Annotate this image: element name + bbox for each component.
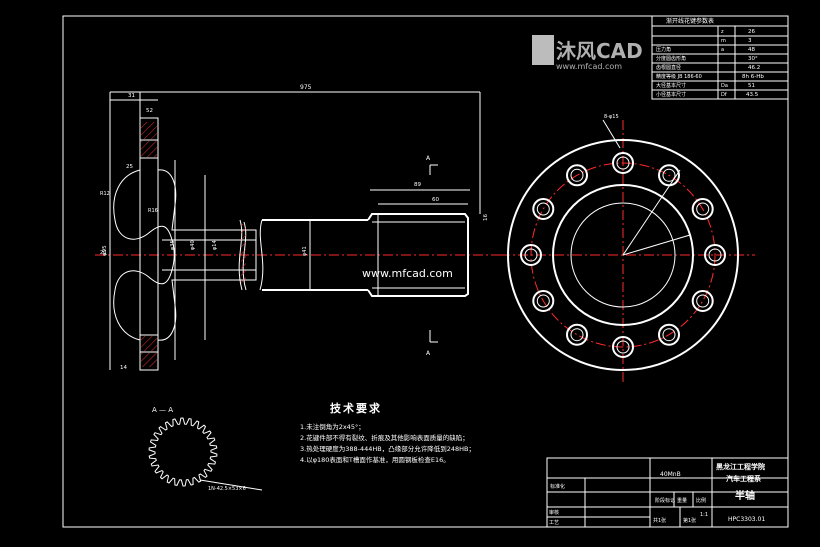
dim-89: 89	[414, 182, 421, 188]
dim-phi-41: φ41	[302, 246, 308, 256]
dim-20: 20	[100, 250, 106, 256]
param-sym: Df	[721, 92, 727, 98]
bolt-hole	[691, 198, 714, 220]
bolt-hole-inner	[536, 202, 550, 216]
drawing-number: HPC3303.01	[728, 516, 765, 523]
bolt-hole	[566, 323, 588, 346]
title-block: 40MnB 黑龙江工程学院 汽车工程系 半轴 HPC3303.01 标准化 审核…	[546, 457, 789, 528]
bolt-hole-inner	[662, 168, 676, 182]
watermark-brand: 沐风CAD	[556, 39, 643, 63]
param-val: 30°	[748, 56, 758, 62]
param-name: 齿根圆直径	[656, 64, 681, 71]
dim-phi-40: φ40	[190, 240, 196, 250]
shaft-side-view: A A 975 31 52 25 89 60 16 14 φ95 φ35 φ40…	[95, 84, 500, 371]
param-val: 46.2	[748, 65, 760, 71]
scale-value: 1:1	[700, 512, 708, 518]
dim-phi-35: φ35	[170, 240, 176, 250]
section-mark-a-top: A	[426, 155, 431, 162]
bolt-hole-inner	[536, 294, 550, 308]
bolt-hole-inner	[570, 328, 584, 342]
radius-16: R16	[148, 208, 158, 214]
bolt-hole-inner	[524, 248, 538, 262]
bolt-hole-inner	[696, 294, 710, 308]
dim-52: 52	[146, 108, 153, 114]
bolt-hole	[658, 164, 680, 187]
bolt-hole-inner	[662, 328, 676, 342]
stage-mark-label: 阶段标记	[655, 497, 675, 504]
sheet-total: 共1张	[653, 517, 666, 524]
param-val: 8h 6-Hb	[742, 74, 764, 80]
bolt-hole-inner	[708, 248, 722, 262]
bolt-hole	[612, 152, 634, 174]
bolt-hole-inner	[570, 168, 584, 182]
param-name: 精度等级 JB 186-60	[656, 73, 702, 80]
dim-14: 14	[120, 365, 127, 371]
dim-phi-95: φ95	[102, 245, 108, 256]
bolt-hole	[691, 290, 714, 312]
param-sym: a	[721, 47, 724, 53]
tech-item-3: 3.热处理硬度为388-444HB，凸缘部分允许降低到248HB；	[300, 445, 475, 453]
holes-note: 8-φ15	[604, 114, 619, 120]
dim-flange: 31	[128, 93, 135, 99]
param-val: 3	[748, 38, 752, 44]
watermark-url-small: www.mfcad.com	[556, 62, 622, 71]
technical-requirements: 技术要求 1.未注倒角为2x45°； 2.花键件部不得有裂纹、折痕及其他影响表面…	[300, 400, 560, 466]
bolt-hole-inner	[616, 340, 630, 354]
bolt-hole	[532, 198, 555, 220]
dim-total-length: 975	[300, 84, 312, 91]
bolt-hole	[658, 323, 680, 346]
param-val: 51	[748, 83, 755, 89]
param-val: 26	[748, 29, 755, 35]
bolt-hole-inner	[616, 156, 630, 170]
bolt-hole-inner	[696, 202, 710, 216]
param-name: 分度圆齿形角	[656, 55, 686, 62]
dim-d16: 16	[483, 214, 489, 221]
param-sym: Da	[721, 83, 728, 89]
param-table-title: 渐开线花键参数表	[666, 17, 714, 25]
designer-label: 审核	[549, 509, 559, 516]
dim-phi-14: φ14	[212, 240, 218, 250]
param-sym: z	[721, 29, 724, 35]
bolt-hole	[532, 290, 555, 312]
tech-item-1: 1.未注倒角为2x45°；	[300, 423, 365, 431]
bolt-hole	[704, 244, 726, 266]
spline-spec: 1N-42.5×53×6	[208, 486, 246, 492]
bolt-hole	[566, 164, 588, 187]
param-val: 43.5	[746, 92, 759, 98]
param-name: 大径基本尺寸	[656, 82, 686, 89]
tech-item-4: 4.以φ180表面和T槽面作基准，用圆钢板检查E16。	[300, 456, 450, 464]
param-val: 48	[748, 47, 755, 53]
tech-title: 技术要求	[330, 402, 382, 415]
dim-25: 25	[126, 164, 133, 170]
part-name: 半轴	[735, 489, 755, 502]
watermark-logo: 沐风CAD www.mfcad.com	[532, 35, 643, 71]
process-label: 工艺	[549, 520, 559, 526]
spline-leader	[199, 479, 263, 491]
tech-item-2: 2.花键件部不得有裂纹、折痕及其他影响表面质量的缺陷；	[300, 434, 469, 442]
bolt-hole	[520, 244, 542, 266]
section-mark-a-bottom: A	[426, 350, 431, 357]
param-name: 压力角	[656, 46, 671, 53]
sheet-number: 第1张	[683, 517, 696, 524]
radius-12: R12	[100, 191, 110, 197]
flange-front-view: 8-φ15	[500, 114, 755, 385]
school-name: 黑龙江工程学院	[716, 462, 765, 471]
scale-label: 比例	[696, 497, 706, 504]
param-name: 小径基本尺寸	[656, 91, 686, 98]
outer-border	[62, 15, 789, 528]
param-sym: m	[721, 38, 726, 44]
department-name: 汽车工程系	[726, 474, 761, 483]
dim-60: 60	[432, 197, 439, 203]
section-a-a: A — A 1N-42.5×53×6	[148, 406, 263, 492]
spline-cross-section	[148, 417, 218, 487]
bolt-hole	[612, 336, 634, 358]
std-label: 标准化	[550, 483, 565, 490]
weight-label: 重量	[677, 497, 687, 504]
watermark-url-center: www.mfcad.com	[362, 267, 453, 280]
section-label: A — A	[152, 406, 173, 414]
spline-parameter-table: 渐开线花键参数表 压力角 分度圆齿形角 齿根圆直径 精度等级 JB 186-60…	[651, 15, 789, 100]
material-text: 40MnB	[660, 471, 681, 478]
